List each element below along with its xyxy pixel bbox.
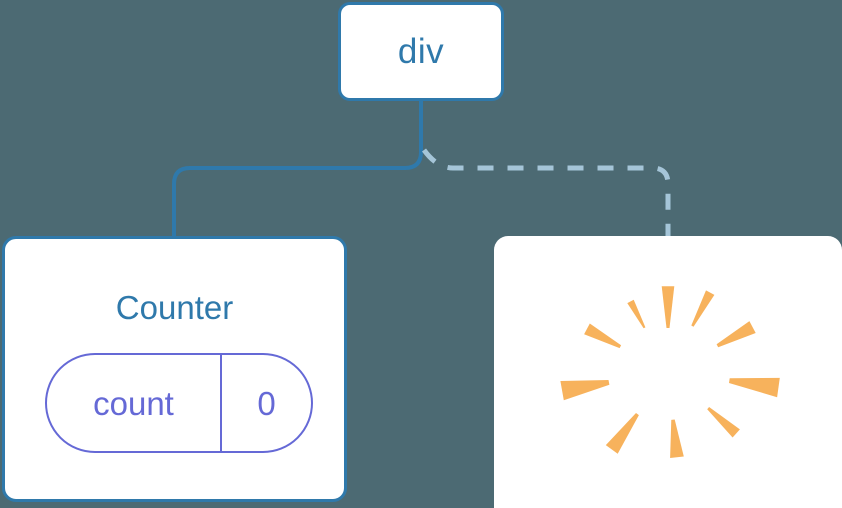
burst-ray [584, 323, 622, 349]
burst-ray [605, 413, 639, 454]
burst-highlight-icon [560, 286, 780, 458]
burst-ray [627, 299, 646, 329]
edge-div-to-counter [172, 101, 423, 238]
burst-ray [670, 419, 684, 458]
node-div[interactable]: div [338, 2, 504, 101]
burst-ray [707, 407, 740, 438]
node-counter[interactable]: Counter count 0 [2, 236, 347, 502]
state-pill-count[interactable]: count 0 [45, 353, 313, 453]
burst-ray [716, 321, 756, 348]
burst-ray [661, 286, 675, 328]
burst-ray [691, 290, 715, 327]
burst-ray [729, 377, 780, 398]
node-counter-label: Counter [115, 289, 234, 326]
edge-div-to-burst [421, 148, 671, 238]
node-burst[interactable] [494, 236, 842, 508]
state-key: count [47, 355, 222, 451]
state-value: 0 [257, 384, 276, 422]
node-div-label: div [397, 32, 445, 71]
burst-ray [560, 380, 610, 401]
